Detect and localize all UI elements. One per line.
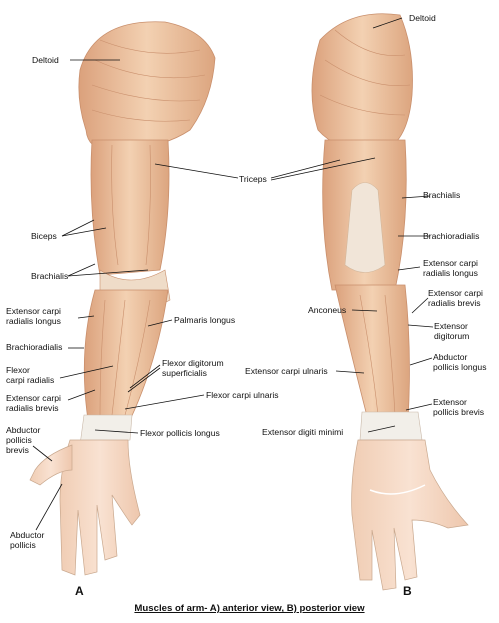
label-brachialis-b: Brachialis — [423, 190, 461, 200]
label-ext-digitorum: Extensor digitorum — [434, 321, 470, 341]
deltoid-muscle-b — [311, 13, 413, 152]
label-deltoid-a: Deltoid — [32, 55, 59, 65]
leader-lines — [32, 17, 434, 531]
label-ext-digiti-minimi: Extensor digiti minimi — [262, 427, 344, 437]
label-palmaris-longus: Palmaris longus — [174, 315, 236, 325]
label-abductor-pollicis-longus: Abductor pollicis longus — [433, 352, 487, 372]
triceps-tendon-b — [344, 182, 386, 273]
hand-b — [351, 439, 469, 591]
posterior-arm-illustration — [311, 13, 469, 591]
upper-arm-a — [90, 139, 170, 276]
label-anconeus: Anconeus — [308, 305, 347, 315]
label-ext-pollicis-brevis: Extensor pollicis brevis — [433, 397, 485, 417]
label-biceps: Biceps — [31, 231, 57, 241]
hand-a — [59, 439, 141, 576]
panel-label-a: A — [75, 584, 84, 598]
label-ext-carpi-ulnaris: Extensor carpi ulnaris — [245, 366, 328, 376]
deltoid-muscle-a — [78, 21, 216, 151]
label-triceps: Triceps — [239, 174, 267, 184]
thumb-a — [29, 444, 73, 486]
label-flexor-carpi-radialis: Flexor carpi radialis — [6, 365, 55, 385]
label-abductor-pollicis: Abductor pollicis — [10, 530, 45, 550]
label-abductor-pollicis-brevis: Abductor pollicis brevis — [6, 425, 41, 455]
label-flexor-pollicis-longus: Flexor pollicis longus — [140, 428, 220, 438]
label-ext-carpi-rad-longus-b: Extensor carpi radialis longus — [423, 258, 478, 278]
label-brachioradialis-b: Brachioradialis — [423, 231, 480, 241]
label-ext-carpi-rad-longus-a: Extensor carpi radialis longus — [6, 306, 61, 326]
label-brachialis-a: Brachialis — [31, 271, 69, 281]
label-flexor-digitorum-superficialis: Flexor digitorum superficialis — [162, 358, 224, 378]
label-brachioradialis-a: Brachioradialis — [6, 342, 63, 352]
label-ext-carpi-rad-brevis-b: Extensor carpi radialis brevis — [428, 288, 483, 308]
figure-caption: Muscles of arm- A) anterior view, B) pos… — [134, 603, 365, 614]
wrist-b — [359, 411, 423, 441]
label-flexor-carpi-ulnaris: Flexor carpi ulnaris — [206, 390, 279, 400]
label-ext-carpi-rad-brevis-a: Extensor carpi radialis brevis — [6, 393, 61, 413]
label-deltoid-b: Deltoid — [409, 13, 436, 23]
panel-label-b: B — [403, 584, 412, 598]
anterior-arm-illustration — [29, 21, 216, 576]
forearm-a — [83, 289, 169, 421]
wrist-a — [79, 414, 133, 446]
